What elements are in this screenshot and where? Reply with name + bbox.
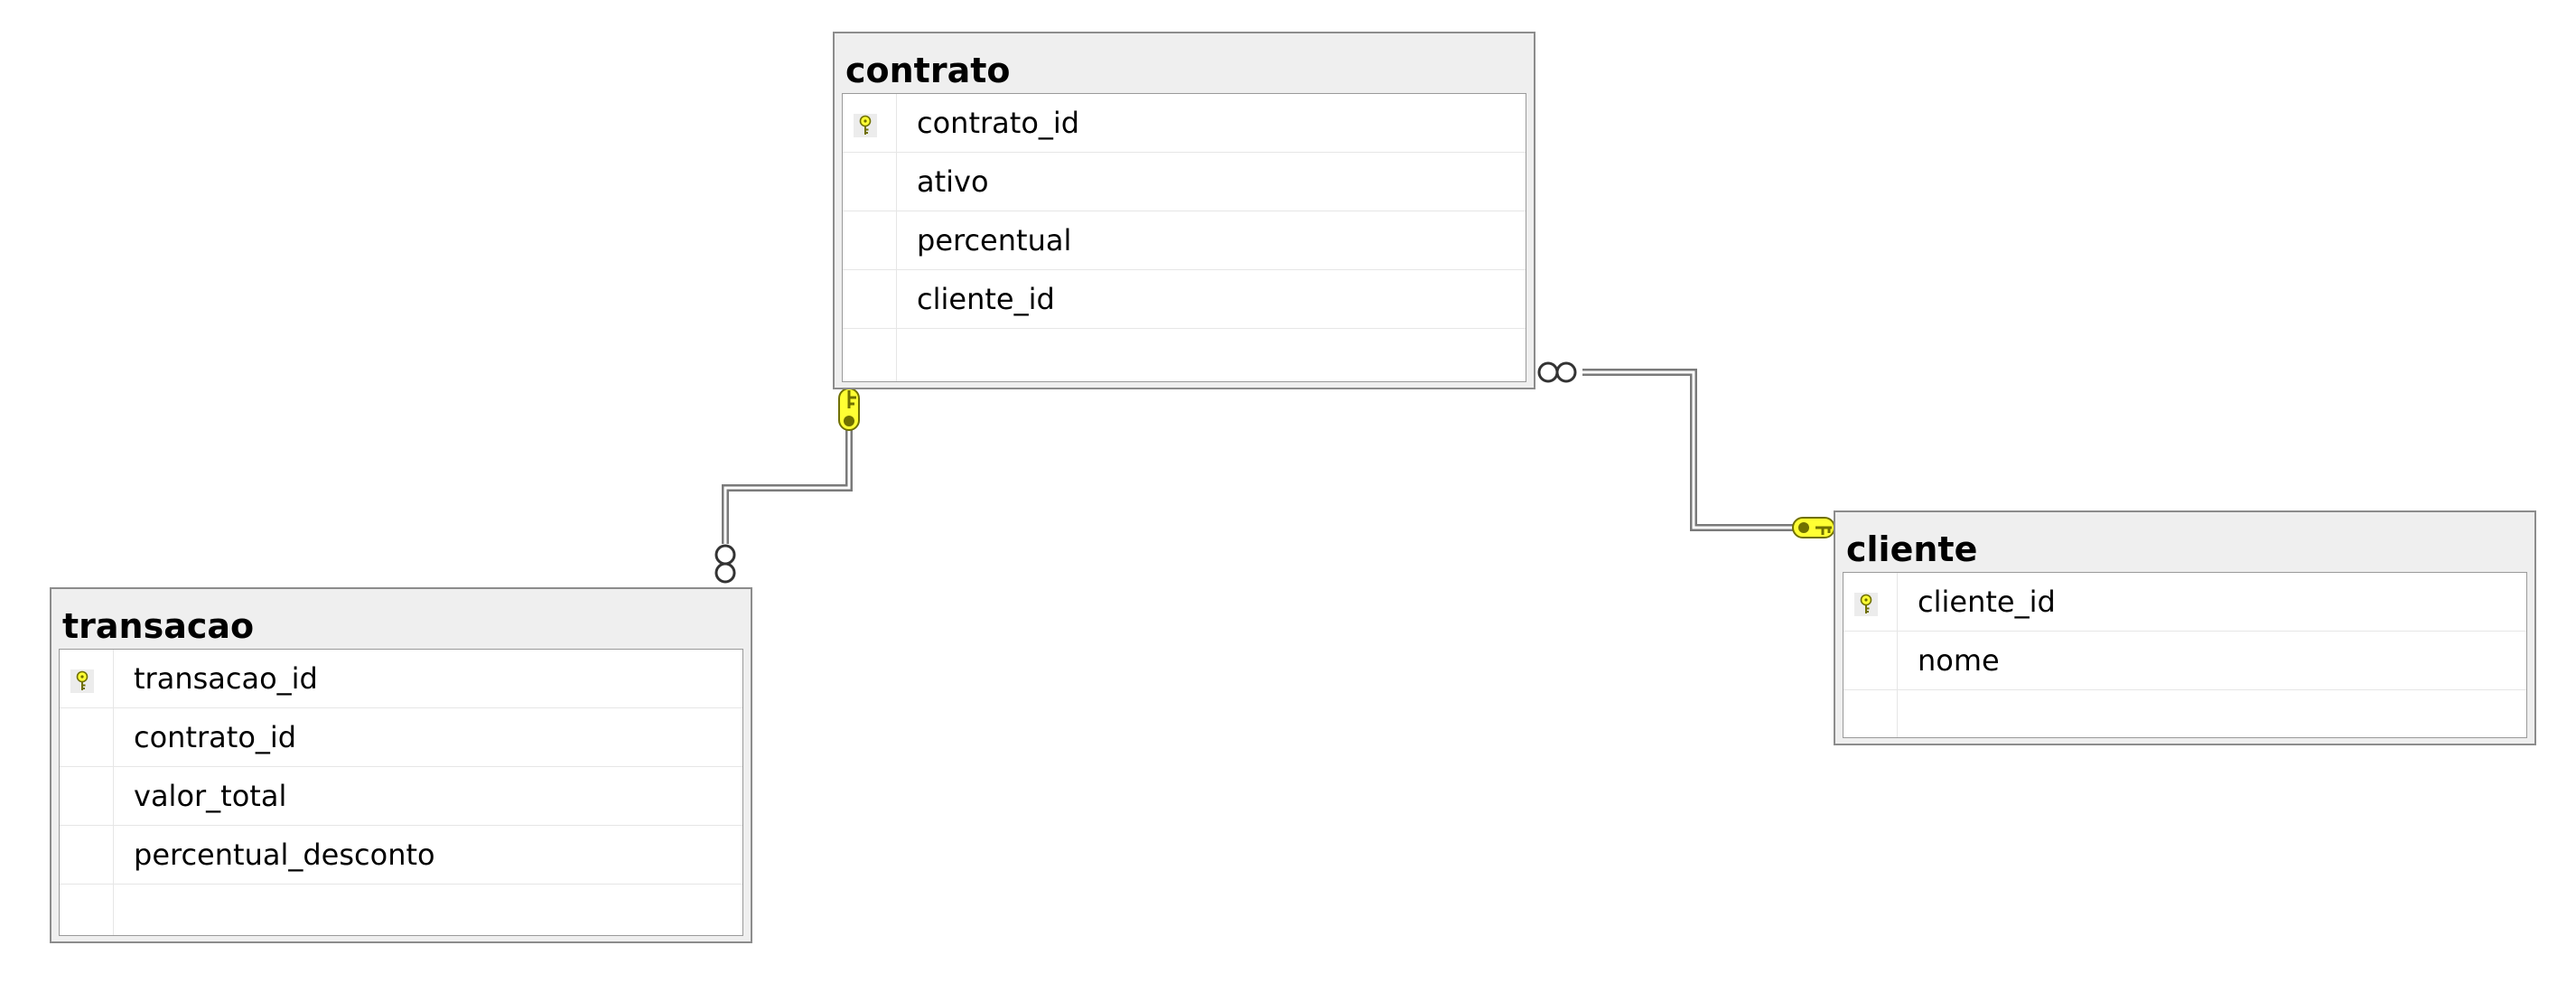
row-selector [843, 211, 897, 269]
column-name: nome [1918, 643, 2000, 678]
one-end-key-icon [838, 388, 860, 431]
primary-key-icon [854, 114, 877, 137]
empty-row[interactable] [60, 885, 742, 935]
row-selector [1843, 573, 1898, 631]
column-row[interactable]: nome [1843, 632, 2526, 690]
column-row[interactable]: contrato_id [843, 94, 1526, 153]
row-selector [843, 94, 897, 152]
column-row[interactable]: percentual_desconto [60, 826, 742, 885]
column-name: transacao_id [134, 661, 318, 696]
table-title: contrato [845, 51, 1011, 90]
column-name: percentual [917, 223, 1072, 257]
column-name: contrato_id [134, 720, 297, 754]
column-name: valor_total [134, 779, 287, 813]
column-row[interactable]: cliente_id [843, 270, 1526, 329]
relationship-contrato-transacao[interactable] [714, 388, 860, 584]
column-name: ativo [917, 164, 989, 199]
column-row[interactable]: transacao_id [60, 650, 742, 708]
row-selector [843, 329, 897, 381]
column-name: contrato_id [917, 106, 1080, 140]
column-grid: cliente_id nome [1843, 572, 2527, 738]
column-row[interactable]: ativo [843, 153, 1526, 211]
row-selector [60, 826, 114, 884]
column-row[interactable]: contrato_id [60, 708, 742, 767]
row-selector [1843, 632, 1898, 689]
row-selector [843, 153, 897, 211]
primary-key-icon [1854, 593, 1878, 616]
table-transacao[interactable]: transacao transacao_id contrato_id valo [50, 587, 752, 943]
column-row[interactable]: valor_total [60, 767, 742, 826]
row-selector [60, 885, 114, 935]
row-selector [60, 767, 114, 825]
row-selector [60, 650, 114, 707]
table-contrato[interactable]: contrato contrato_id ativo percentual [833, 32, 1535, 389]
table-cliente[interactable]: cliente cliente_id nome [1834, 510, 2536, 745]
empty-row[interactable] [843, 329, 1526, 381]
one-end-key-icon [1792, 517, 1835, 538]
table-title: cliente [1846, 529, 1978, 569]
column-row[interactable]: percentual [843, 211, 1526, 270]
primary-key-icon [70, 669, 94, 693]
column-name: cliente_id [1918, 585, 2056, 619]
row-selector [1843, 690, 1898, 737]
column-name: percentual_desconto [134, 838, 435, 872]
column-grid: transacao_id contrato_id valor_total per… [59, 649, 743, 936]
column-name: cliente_id [917, 282, 1055, 316]
many-end-infinity-icon [1537, 361, 1577, 383]
table-title: transacao [62, 606, 255, 646]
column-row[interactable]: cliente_id [1843, 573, 2526, 632]
empty-row[interactable] [1843, 690, 2526, 737]
row-selector [60, 708, 114, 766]
column-grid: contrato_id ativo percentual cliente_id [842, 93, 1526, 382]
many-end-infinity-icon [714, 544, 736, 584]
relationship-cliente-contrato[interactable] [1537, 361, 1835, 538]
row-selector [843, 270, 897, 328]
